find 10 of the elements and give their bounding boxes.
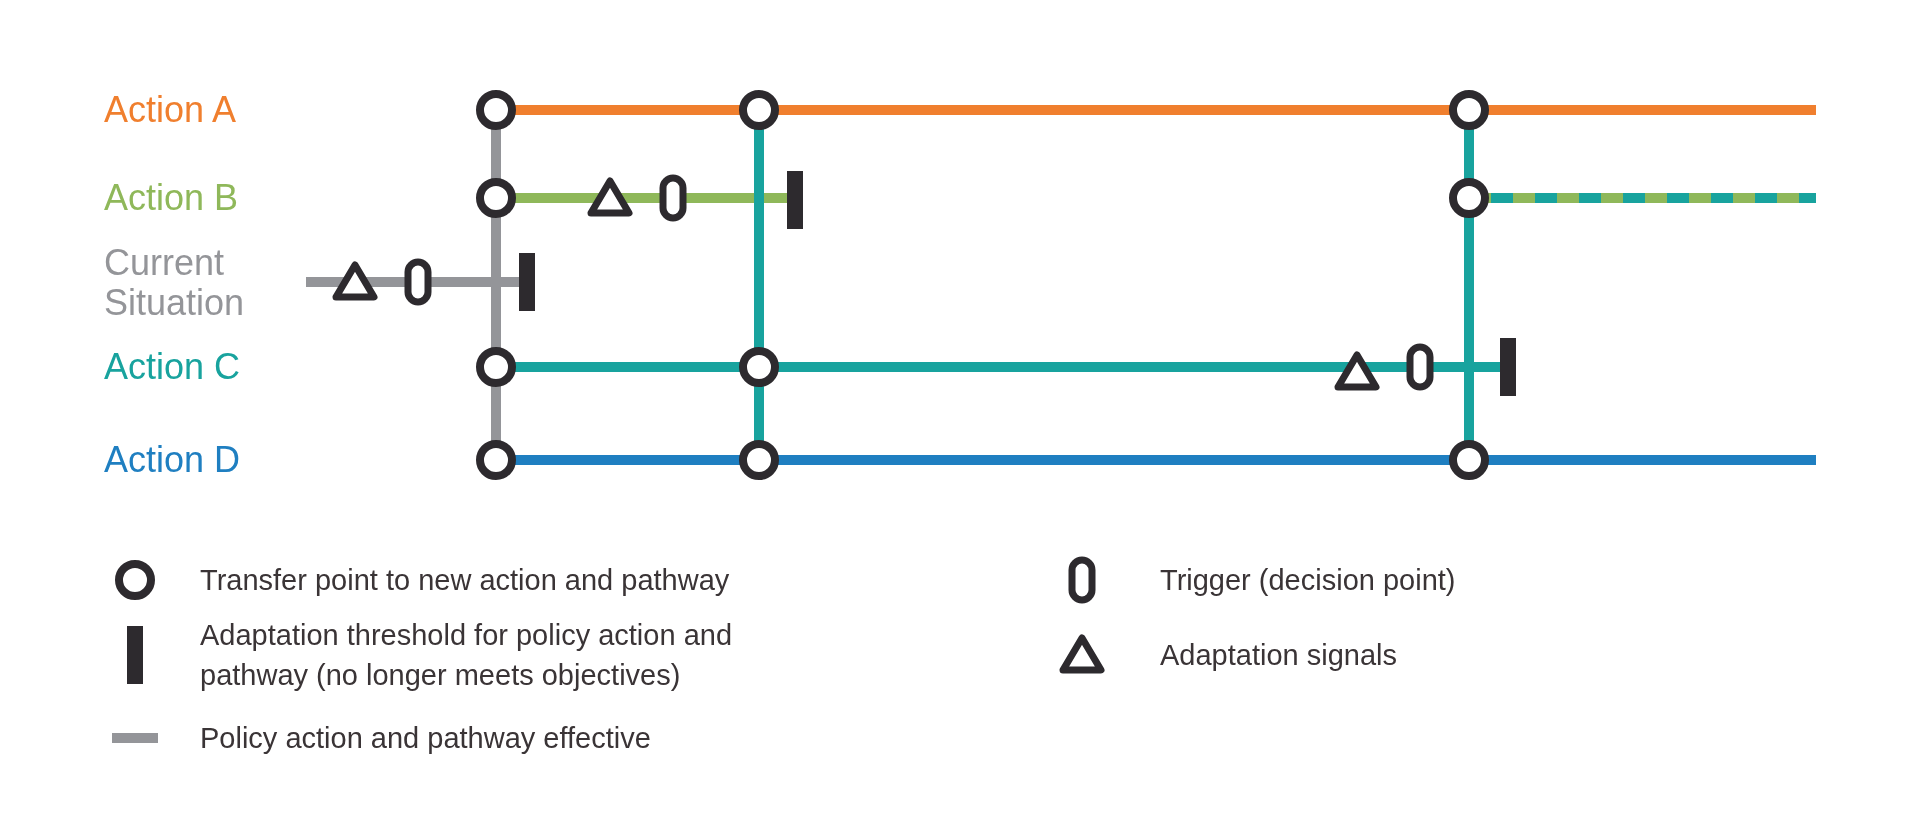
legend-text: Trigger (decision point): [1160, 563, 1457, 598]
action-label: Action D: [104, 440, 241, 480]
legend-text: Adaptation threshold for policy action and pathway (no longer meets objectives): [200, 618, 733, 693]
action-label: Current Situation: [104, 243, 246, 323]
action-label: Action A: [104, 90, 237, 130]
legend-text: Adaptation signals: [1160, 638, 1398, 673]
legend-text: Policy action and pathway effective: [200, 721, 652, 756]
legend-text: Transfer point to new action and pathway: [200, 563, 731, 598]
action-label: Action C: [104, 347, 241, 387]
action-label: Action B: [104, 178, 239, 218]
